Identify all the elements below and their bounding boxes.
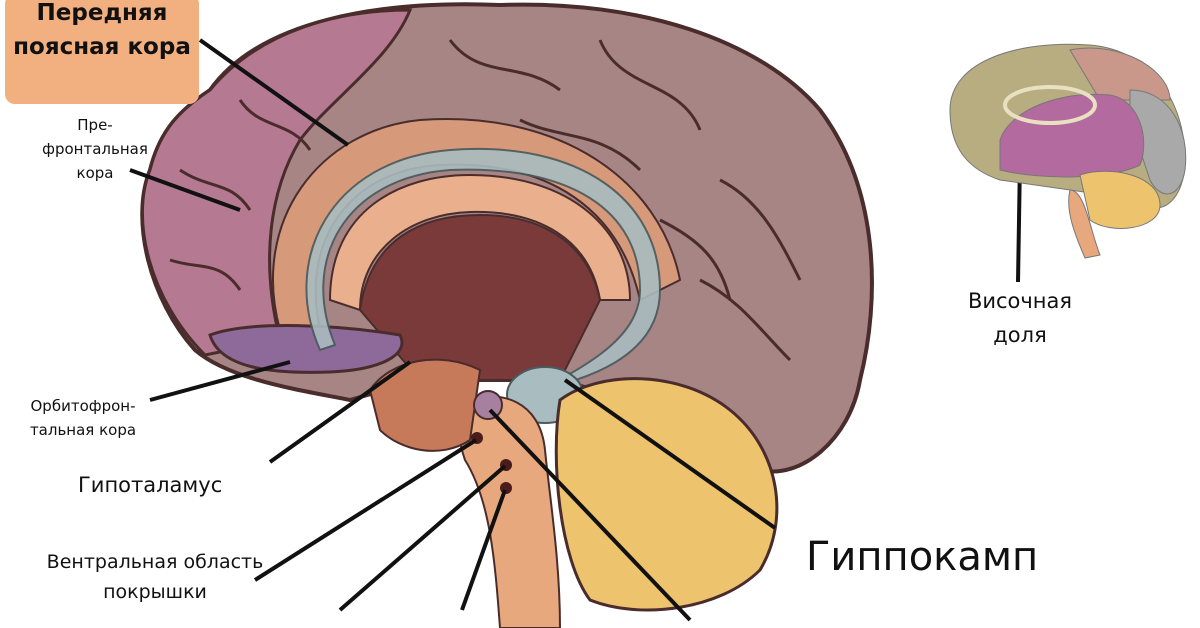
pointer-lines bbox=[129, 38, 1022, 622]
small-brain-diagram bbox=[949, 43, 1187, 259]
orbitofrontal-cortex bbox=[208, 324, 404, 374]
label-hippocampus: Гиппокамп bbox=[806, 534, 1039, 580]
label-vta: Вентральная область покрышки bbox=[35, 547, 275, 607]
label-line: покрышки bbox=[103, 581, 207, 603]
corpus-callosum bbox=[328, 173, 632, 312]
gyri-lines bbox=[169, 39, 802, 362]
label-line: кора bbox=[76, 164, 114, 182]
label-orbitofrontal: Орбитофрон- тальная кора bbox=[8, 394, 158, 442]
cerebellum bbox=[554, 377, 779, 612]
label-line: фронтальная bbox=[42, 140, 148, 158]
label-line: тальная кора bbox=[29, 421, 137, 439]
label-line: доля bbox=[993, 323, 1047, 347]
label-anterior-cingulate: Передняя поясная кора bbox=[5, 0, 199, 104]
label-line: Височная bbox=[967, 289, 1073, 313]
label-hypothalamus: Гипоталамус bbox=[78, 473, 223, 497]
thalamus-region bbox=[358, 213, 602, 381]
amygdala-marker bbox=[473, 390, 503, 420]
label-line: Орбитофрон- bbox=[30, 397, 136, 415]
midbrain bbox=[368, 358, 482, 452]
label-prefrontal: Пре- фронтальная кора bbox=[40, 113, 150, 185]
label-line: Пре- bbox=[77, 116, 113, 134]
label-temporal-lobe: Височная доля bbox=[935, 284, 1105, 352]
label-line: Вентральная область bbox=[46, 551, 264, 573]
